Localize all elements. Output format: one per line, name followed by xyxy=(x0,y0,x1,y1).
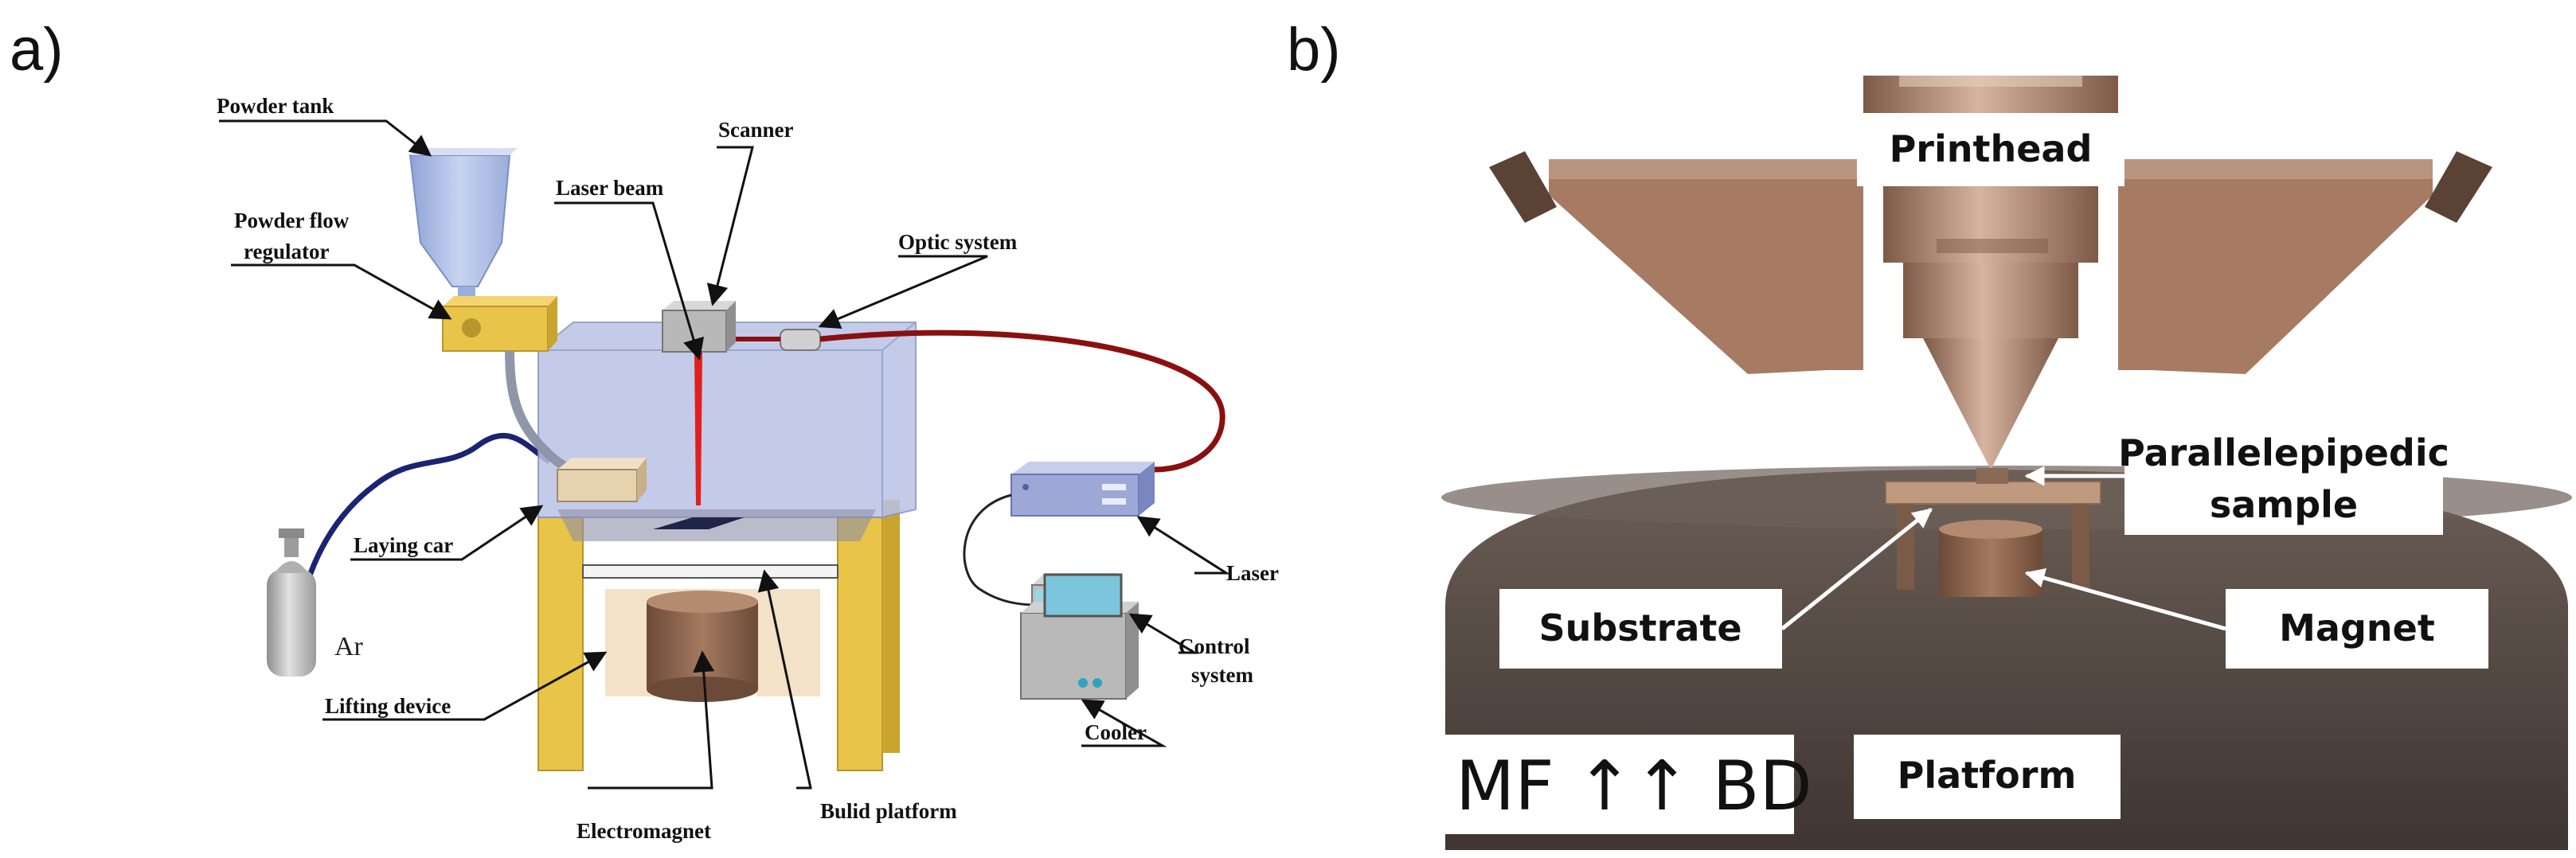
panel-a-leaders xyxy=(219,119,1231,790)
scanner xyxy=(662,301,736,353)
panel-b-letter: b) xyxy=(1287,16,1341,84)
build-chamber xyxy=(537,322,917,541)
substrate-box xyxy=(1499,589,1782,669)
label-sample-1: Parallelepipedic xyxy=(2118,431,2449,474)
powder-feed-tube xyxy=(505,350,584,482)
laser-beam xyxy=(694,352,702,505)
label-optic-system: Optic system xyxy=(898,230,1018,254)
label-lifting-device: Lifting device xyxy=(325,694,451,718)
label-ar: Ar xyxy=(334,632,364,661)
label-magnet: Magnet xyxy=(2279,606,2435,649)
label-mf-bd: MF ↑↑ BD xyxy=(1456,747,1812,826)
mf-bd-box xyxy=(1445,735,1794,834)
label-platform: Platform xyxy=(1898,754,2077,797)
panel-a: a) xyxy=(10,16,1279,843)
label-printhead: Printhead xyxy=(1890,127,2093,170)
laser-fiber xyxy=(819,330,1225,473)
powder-tank xyxy=(408,148,518,309)
label-powder-flow-1: Powder flow xyxy=(234,209,350,232)
magnet-box xyxy=(2226,589,2488,669)
panel-b: b) xyxy=(1287,16,2572,850)
label-powder-flow-2: regulator xyxy=(244,240,329,263)
gas-hose xyxy=(291,432,551,647)
control-system xyxy=(1020,573,1139,700)
powder-flow-regulator xyxy=(442,296,557,352)
label-sample-2: sample xyxy=(2210,483,2358,526)
label-substrate: Substrate xyxy=(1538,606,1741,649)
sample-box xyxy=(2125,431,2443,535)
electromagnet xyxy=(647,591,758,702)
label-laying-car: Laying car xyxy=(354,533,453,557)
label-laser-beam: Laser beam xyxy=(556,176,664,200)
frame xyxy=(537,500,900,771)
label-build-platform: Bulid platform xyxy=(820,799,957,823)
label-electromagnet: Electromagnet xyxy=(577,819,711,843)
printhead-assembly xyxy=(1489,76,2492,470)
label-control-2: system xyxy=(1191,663,1253,687)
label-laser: Laser xyxy=(1226,561,1279,585)
sample-track xyxy=(653,517,745,529)
label-control-1: Control xyxy=(1179,634,1250,658)
label-cooler: Cooler xyxy=(1085,720,1147,744)
laser-unit xyxy=(1010,462,1155,517)
panel-a-letter: a) xyxy=(10,16,64,84)
laying-car xyxy=(557,458,647,502)
label-scanner: Scanner xyxy=(718,118,794,142)
control-cable xyxy=(963,493,1036,606)
argon-cylinder xyxy=(267,528,316,677)
panel-b-arrows xyxy=(1781,466,2226,631)
platform-box xyxy=(1854,735,2121,819)
optic-system xyxy=(780,329,821,351)
printhead-box xyxy=(1857,113,2125,186)
label-powder-tank: Powder tank xyxy=(217,94,334,118)
